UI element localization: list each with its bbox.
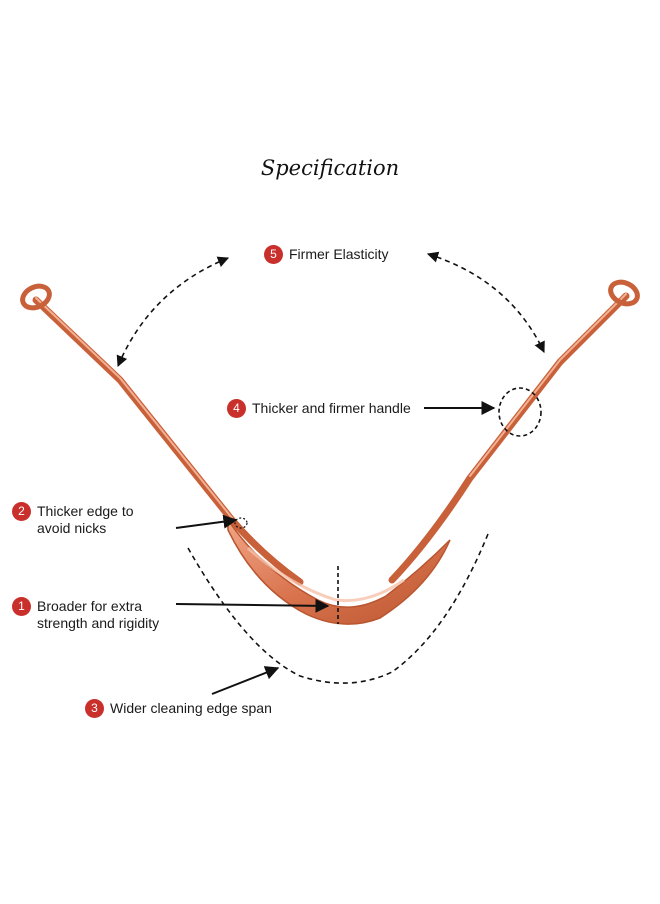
elasticity-arrow-left xyxy=(116,256,230,368)
callout-label: Broader for extra strength and rigidity xyxy=(37,598,160,631)
span-pointer-arrow xyxy=(211,666,280,695)
callout-number-badge: 2 xyxy=(12,502,31,521)
callout-wider-span: 3 Wider cleaning edge span xyxy=(85,699,272,718)
broad-pointer-arrow xyxy=(175,598,330,613)
edge-pointer-arrow xyxy=(175,514,238,529)
callout-label: Firmer Elasticity xyxy=(289,246,389,262)
callout-number-badge: 5 xyxy=(264,245,283,264)
handle-highlight-circle xyxy=(498,387,542,437)
callout-thicker-handle: 4 Thicker and firmer handle xyxy=(227,399,411,418)
callout-label: Wider cleaning edge span xyxy=(110,700,272,716)
callout-number-badge: 4 xyxy=(227,399,246,418)
callout-firmer-elasticity: 5 Firmer Elasticity xyxy=(264,245,389,264)
callout-label: Thicker and firmer handle xyxy=(252,400,411,416)
callout-label: Thicker edge to avoid nicks xyxy=(37,503,134,536)
page-title: Specification xyxy=(260,156,400,180)
callout-thicker-edge: 2 Thicker edge to avoid nicks xyxy=(12,502,134,537)
callout-number-badge: 1 xyxy=(12,597,31,616)
elasticity-arrow-right xyxy=(426,251,545,354)
callout-broader-blade: 1 Broader for extra strength and rigidit… xyxy=(12,597,160,632)
tongue-cleaner-illustration xyxy=(20,279,640,625)
cleaning-span-dashed-curve xyxy=(187,533,489,684)
annotation-lines xyxy=(116,251,545,695)
callout-number-badge: 3 xyxy=(85,699,104,718)
